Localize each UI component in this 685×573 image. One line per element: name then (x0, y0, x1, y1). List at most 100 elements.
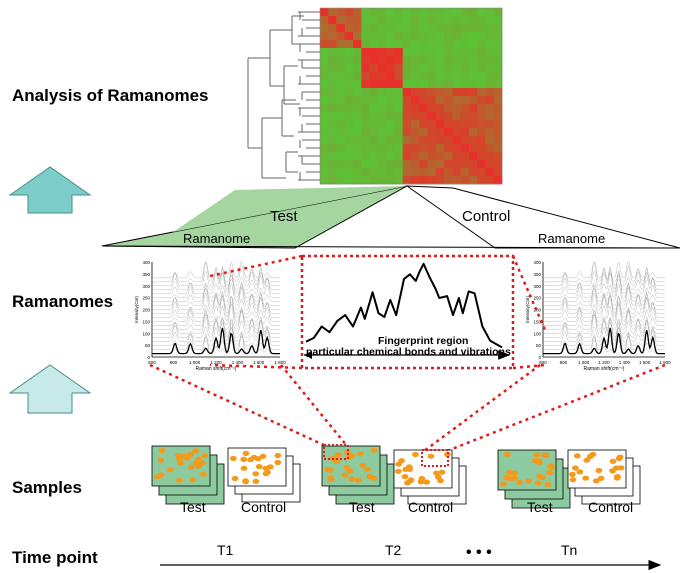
heatmap-cell (468, 152, 478, 161)
heatmap-cell (394, 144, 404, 153)
heatmap-cell (328, 8, 337, 17)
heatmap-cell (402, 160, 412, 169)
heatmap-cell (444, 24, 453, 33)
cell-dot (183, 455, 191, 461)
heatmap-cell (435, 160, 445, 169)
heatmap-cell (320, 40, 329, 49)
spectrum-trace (543, 281, 665, 302)
heatmap-cell (477, 24, 486, 33)
heatmap-cell (336, 96, 346, 105)
heatmap-cell (361, 40, 371, 49)
heatmap-cell (485, 104, 495, 113)
heatmap-cell (377, 72, 387, 81)
heatmap-cell (361, 160, 371, 169)
heatmap-cell (377, 80, 387, 89)
heatmap-cell (328, 104, 337, 113)
heatmap-cell (369, 88, 379, 97)
highlight-box-test (323, 444, 349, 460)
heatmap-cell (361, 88, 371, 97)
heatmap-cell (369, 128, 379, 137)
heatmap-cell (377, 128, 387, 137)
cell-dot (539, 475, 546, 481)
y-axis-label: Intensity(Cnt) (134, 296, 139, 323)
heatmap-cell (485, 176, 495, 185)
heatmap-cell (377, 56, 387, 65)
heatmap-cell (328, 32, 337, 41)
cell-dot (511, 470, 518, 476)
heatmap-cell (336, 152, 346, 161)
spectrum-trace (152, 266, 280, 286)
heatmap-cell (452, 104, 462, 113)
test-upper-shape (173, 186, 407, 232)
heatmap-cell (386, 48, 395, 57)
heatmap-cell (402, 16, 412, 25)
heatmap-cell (411, 144, 420, 153)
heatmap-cell (477, 160, 486, 169)
heatmap-cell (411, 72, 420, 81)
heatmap-cell (419, 112, 428, 121)
heatmap-cell (344, 160, 354, 169)
heatmap-cell (361, 24, 371, 33)
heatmap-cell (419, 80, 428, 89)
heatmap-cell (427, 88, 437, 97)
heatmap-cell (468, 72, 478, 81)
cell-dot (192, 448, 200, 454)
heatmap-cell (336, 48, 346, 57)
heatmap-cell (344, 32, 354, 41)
heatmap-cell (320, 80, 329, 89)
heatmap-cell (353, 120, 362, 129)
heatmap-cell (328, 96, 337, 105)
heatmap-cell (320, 176, 329, 185)
y-tick-label: 100 (142, 331, 150, 336)
heatmap-cell (468, 112, 478, 121)
heatmap-cell (336, 24, 346, 33)
heatmap-cell (411, 80, 420, 89)
spectrum-trace (152, 314, 280, 334)
heatmap-cell (485, 72, 495, 81)
heatmap-cell (361, 176, 371, 185)
x-tick-label: 1 400 (619, 360, 631, 365)
heatmap-cell (427, 104, 437, 113)
y-tick-label: 150 (533, 319, 541, 324)
heatmap-cell (435, 144, 445, 153)
heatmap-cell (353, 72, 362, 81)
heatmap-cell (435, 168, 445, 177)
cell-dot (176, 477, 183, 483)
y-tick-label: 200 (142, 308, 150, 313)
cell-dot (617, 465, 625, 471)
spectrum-highlight-trace (152, 327, 280, 355)
heatmap-cell (419, 64, 428, 73)
heatmap-cell (477, 56, 486, 65)
heatmap-cell (328, 24, 337, 33)
heatmap-cell (353, 32, 362, 41)
heatmap-cell (493, 64, 503, 73)
heatmap-cell (444, 112, 453, 121)
heatmap-cell (394, 120, 404, 129)
heatmap-cell (468, 56, 478, 65)
heatmap-cell (386, 88, 395, 97)
y-tick-label: 400 (142, 260, 150, 265)
heatmap-cell (402, 112, 412, 121)
heatmap-cell (386, 104, 395, 113)
cell-dot (582, 475, 590, 481)
cell-dot (395, 461, 402, 467)
y-tick-label: 300 (142, 284, 150, 289)
x-axis-label: Raman shift(cm⁻¹) (584, 366, 625, 372)
spectrum-trace (543, 284, 665, 306)
heatmap-cell (369, 144, 379, 153)
heatmap-cell (419, 8, 428, 17)
heatmap-cell (435, 112, 445, 121)
sample-group-2 (321, 445, 467, 505)
heatmap-cell (460, 112, 470, 121)
cell-dot (444, 451, 451, 458)
cell-dot (417, 479, 425, 485)
heatmap-cell (477, 32, 486, 41)
cell-dot (535, 458, 543, 464)
spectrum-trace (152, 295, 280, 322)
x-tick-label: 1 600 (639, 360, 651, 365)
heatmap-cell (377, 96, 387, 105)
heatmap-cell (353, 80, 362, 89)
heatmap-cell (452, 160, 462, 169)
heatmap-cell (394, 16, 404, 25)
spectrum-trace (543, 291, 665, 314)
